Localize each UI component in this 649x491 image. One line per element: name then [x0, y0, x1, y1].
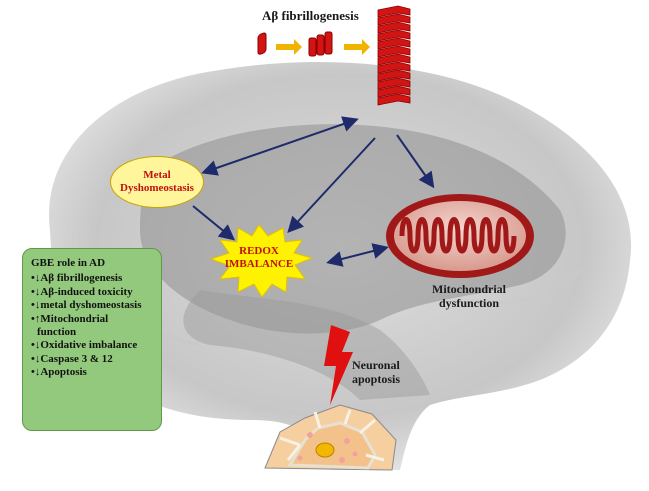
- monomer-icon: [257, 32, 267, 55]
- gbe-effect-item: •↓Aβ-induced toxicity: [31, 285, 133, 298]
- orange-arrow-1-icon: [276, 39, 302, 55]
- fibril-segment: [377, 13, 411, 26]
- fibril-segment: [377, 61, 411, 74]
- fibril-segment: [377, 77, 411, 90]
- lightning-bolt-icon: [324, 325, 353, 405]
- gbe-effects-list: •↓Aβ fibrillogenesis •↓Aβ-induced toxici…: [31, 272, 155, 379]
- fibril-segment: [377, 29, 411, 42]
- gbe-effect-item: •↓Aβ fibrillogenesis: [31, 272, 123, 285]
- gbe-effect-item: •↑Mitochondrial: [31, 312, 109, 325]
- apoptotic-neuron-icon: [264, 404, 397, 471]
- gbe-effect-item: •↓Oxidative imbalance: [31, 339, 138, 352]
- redox-node-line2: IMBALANCE: [224, 258, 294, 270]
- fibril-segment: [377, 69, 411, 82]
- redox-imbalance-node: REDOX IMBALANCE: [208, 245, 310, 271]
- fibrillogenesis-title: Aβ fibrillogenesis: [262, 8, 359, 23]
- neuronal-apoptosis-label: Neuronal apoptosis: [352, 358, 400, 386]
- arrow-fibril-mito: [396, 134, 435, 189]
- gbe-effect-item: •↓Apoptosis: [31, 366, 87, 379]
- arrow-redox-mito: [326, 243, 389, 267]
- oligomer-icon: [308, 31, 333, 57]
- gbe-effect-item: •↓metal dyshomeostasis: [31, 299, 142, 312]
- connector-arrows: [192, 116, 435, 267]
- gbe-box-heading: GBE role in AD: [31, 257, 106, 269]
- orange-arrow-2-icon: [344, 39, 370, 55]
- mitochondrial-dysfunction-label: Mitochondrial dysfunction: [404, 282, 534, 310]
- metal-node-line1: Metal: [143, 169, 171, 181]
- gbe-effect-item: •↓Caspase 3 & 12: [31, 352, 113, 365]
- redox-node-line1: REDOX: [239, 245, 279, 257]
- fibril-segment: [377, 53, 411, 66]
- fibril-segment: [377, 85, 411, 98]
- fibril-segment: [377, 93, 411, 106]
- gbe-role-box: GBE role in AD •↓Aβ fibrillogenesis •↓Aβ…: [22, 248, 162, 431]
- arrow-fibril-metal: [201, 116, 359, 176]
- arrow-fibril-redox: [287, 137, 376, 233]
- apoptosis-label-line2: apoptosis: [352, 372, 401, 386]
- gbe-effect-item: function: [37, 326, 77, 339]
- mito-label-line1: Mitochondrial: [432, 282, 506, 296]
- fibril-segment: [377, 37, 411, 50]
- metal-dyshomeostasis-node: Metal Dyshomeostasis: [110, 156, 204, 208]
- fibril-segment: [377, 5, 411, 18]
- fibril-segment: [377, 45, 411, 58]
- apoptosis-label-line1: Neuronal: [352, 358, 400, 372]
- mito-label-line2: dysfunction: [438, 296, 500, 310]
- redox-starburst-icon: [209, 224, 314, 298]
- fibril-segment: [377, 21, 411, 34]
- fibril-stack-icon: [377, 5, 411, 106]
- arrow-metal-redox: [192, 205, 236, 241]
- mitochondrion-icon: [386, 194, 534, 278]
- metal-node-line2: Dyshomeostasis: [120, 182, 194, 194]
